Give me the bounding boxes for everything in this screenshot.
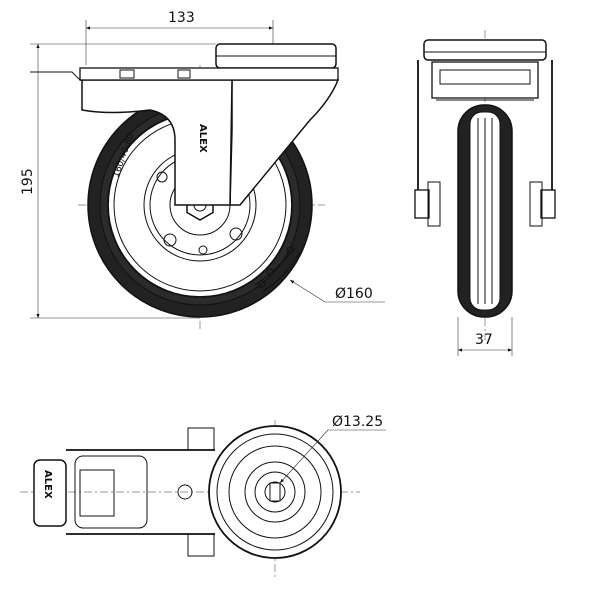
swivel-fork <box>80 79 340 206</box>
bolt-hole-diameter-label: Ø13.25 <box>332 414 383 430</box>
side-view: 160/40-80 ALEX 133 195 Ø160 <box>20 10 385 330</box>
height-dimension-label: 195 <box>20 168 36 195</box>
brake-pedal <box>33 459 67 527</box>
brand-on-wheel: ALEX <box>197 124 208 153</box>
top-plate-circle <box>208 425 342 559</box>
front-view: 37 <box>414 30 556 356</box>
brand-on-brake: ALEX <box>42 470 53 499</box>
tread-width-label: 37 <box>475 332 493 348</box>
width-dimension-label: 133 <box>168 10 195 26</box>
wheel-diameter-label: Ø160 <box>335 286 373 302</box>
top-view: ALEX Ø13.25 <box>20 414 386 580</box>
bolt-hole <box>264 481 286 503</box>
